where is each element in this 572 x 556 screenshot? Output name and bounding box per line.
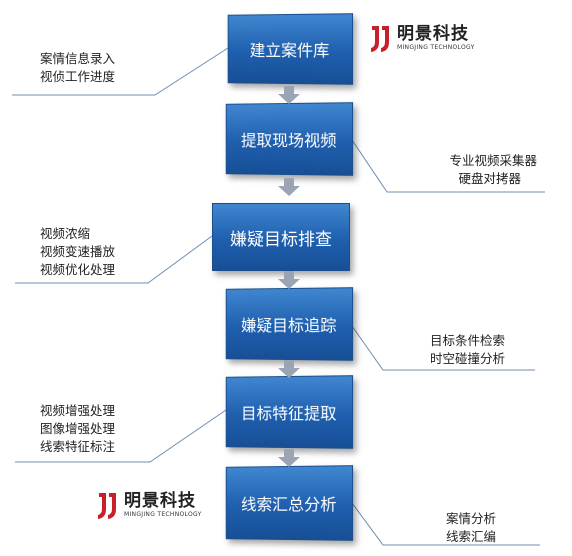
note-line: 硬盘对拷器 [458,171,521,186]
step-label-1: 建立案件库 [249,40,330,61]
connector-line-1 [12,47,229,96]
logo-english: MINGJING TECHNOLOGY [124,511,202,518]
note-line: 线索特征标注 [40,439,116,454]
step-box-3: 嫌疑目标排查 [212,203,350,271]
logo-name: 明景科技 [124,491,196,511]
logo-mark-icon [98,493,116,519]
step-box-6: 线索汇总分析 [225,465,354,541]
note-2: 专业视频采集器 硬盘对拷器 [425,152,537,188]
note-3: 视频浓缩 视频变速播放 视频优化处理 [40,225,115,279]
down-arrow-icon [278,86,300,104]
down-arrow-icon [278,360,300,378]
step-box-5: 目标特征提取 [225,375,354,449]
note-line: 视频变速播放 [40,244,116,259]
note-line: 案情分析 [446,511,497,526]
note-line: 线索汇编 [446,529,497,544]
down-arrow-icon [278,449,300,467]
connector-line-5 [15,409,227,463]
note-6: 案情分析 线索汇编 [446,510,496,546]
note-line: 专业视频采集器 [449,153,537,168]
note-5: 视频增强处理 图像增强处理 线索特征标注 [40,402,115,456]
step-box-2: 提取现场视频 [225,102,354,176]
note-line: 案情信息录入 [40,51,116,66]
note-4: 目标条件检索 时空碰撞分析 [430,332,505,368]
note-1: 案情信息录入 视侦工作进度 [40,50,115,86]
note-line: 时空碰撞分析 [430,351,506,366]
connector-line-6 [351,502,540,546]
step-label-3: 嫌疑目标排查 [230,229,332,250]
step-label-6: 线索汇总分析 [241,494,337,515]
step-label-5: 目标特征提取 [241,403,337,424]
company-logo: 明景科技 MINGJING TECHNOLOGY [368,24,475,54]
down-arrow-icon [278,178,300,196]
company-logo: 明景科技 MINGJING TECHNOLOGY [95,491,202,521]
step-box-4: 嫌疑目标追踪 [225,287,354,361]
down-arrow-icon [278,271,300,289]
step-label-2: 提取现场视频 [241,130,337,151]
note-line: 图像增强处理 [40,421,116,436]
logo-mark-icon [371,26,389,52]
step-label-4: 嫌疑目标追踪 [241,315,337,336]
connector-line-2 [351,139,545,193]
note-line: 视频优化处理 [40,262,116,277]
connector-line-4 [351,325,535,371]
note-line: 视频浓缩 [40,226,91,241]
step-box-1: 建立案件库 [227,13,354,85]
note-line: 视频增强处理 [40,403,116,418]
note-line: 目标条件检索 [430,333,506,348]
logo-name: 明景科技 [397,24,469,44]
connector-line-3 [15,235,213,284]
logo-english: MINGJING TECHNOLOGY [397,44,475,51]
note-line: 视侦工作进度 [40,69,116,84]
